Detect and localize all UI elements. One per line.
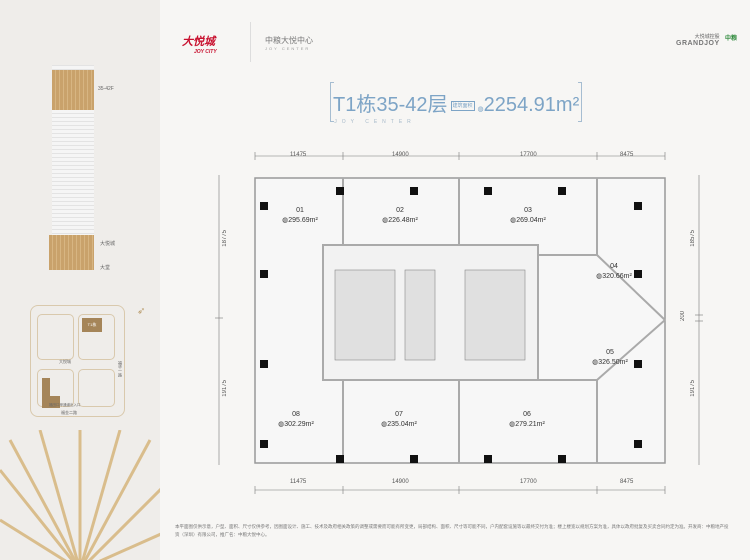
dim-bottom: 11475 (290, 479, 307, 485)
dim-left: 19175 (222, 380, 228, 397)
l-building (42, 378, 50, 408)
unit-01[interactable]: 01◍295.69m² (282, 207, 318, 224)
north-arrow-icon: ➶ (137, 306, 146, 317)
floor-plan (215, 152, 703, 494)
disclaimer: 本平面图仅供示意，户型、面积、尺寸仅供参考，因图面设计、施工、技术及政府相关政策… (175, 524, 729, 537)
decorative-fan (0, 430, 160, 560)
podium-tag: 大悦城 (100, 241, 116, 247)
unit-04[interactable]: 04◍320.66m² (596, 263, 632, 280)
cofco-logo: 中粮 (725, 36, 738, 42)
dim-right: 19175 (690, 380, 696, 397)
page-title: T1栋35-42层建筑面积◍2254.91m² (333, 94, 580, 116)
road-label: 大悦城 (59, 359, 71, 364)
dim-top: 8475 (620, 152, 634, 158)
divider (250, 22, 251, 62)
bracket-right (578, 82, 582, 122)
lobby-tag: 大堂 (100, 265, 111, 271)
unit-08[interactable]: 08◍302.29m² (278, 411, 314, 428)
site-map: T1栋 大悦城 福华一路 福金二路 福田口岸通道出入口 (30, 305, 125, 417)
highlight-floors (52, 70, 94, 110)
dim-top: 14900 (392, 152, 409, 158)
dim-top: 11475 (290, 152, 307, 158)
unit-03[interactable]: 03◍269.04m² (510, 207, 546, 224)
tower-elevation (49, 65, 94, 270)
dim-right: 18575 (690, 230, 696, 247)
subtitle: JOY CENTER (334, 119, 416, 125)
dim-top: 17700 (520, 152, 537, 158)
unit-07[interactable]: 07◍235.04m² (381, 411, 417, 428)
floor-tag: 35-42F (98, 86, 114, 92)
dim-right: 200 (680, 311, 686, 322)
dim-bottom: 14900 (392, 479, 409, 485)
road-label: 福金二路 (61, 410, 77, 415)
unit-06[interactable]: 06◍279.21m² (509, 411, 545, 428)
unit-05[interactable]: 05◍326.50m² (592, 349, 628, 366)
podium (49, 235, 94, 270)
road-label: 福华一路 (118, 361, 123, 377)
area-label: 建筑面积 (450, 100, 475, 111)
bracket-left (330, 82, 334, 122)
dim-bottom: 17700 (520, 479, 537, 485)
unit-02[interactable]: 02◍226.48m² (382, 207, 418, 224)
entrance-label: 福田口岸通道出入口 (49, 403, 81, 407)
t1-building: T1栋 (82, 318, 102, 332)
dim-left: 18775 (222, 230, 228, 247)
dim-bottom: 8475 (620, 479, 634, 485)
area-value: 2254.91m² (483, 94, 580, 116)
